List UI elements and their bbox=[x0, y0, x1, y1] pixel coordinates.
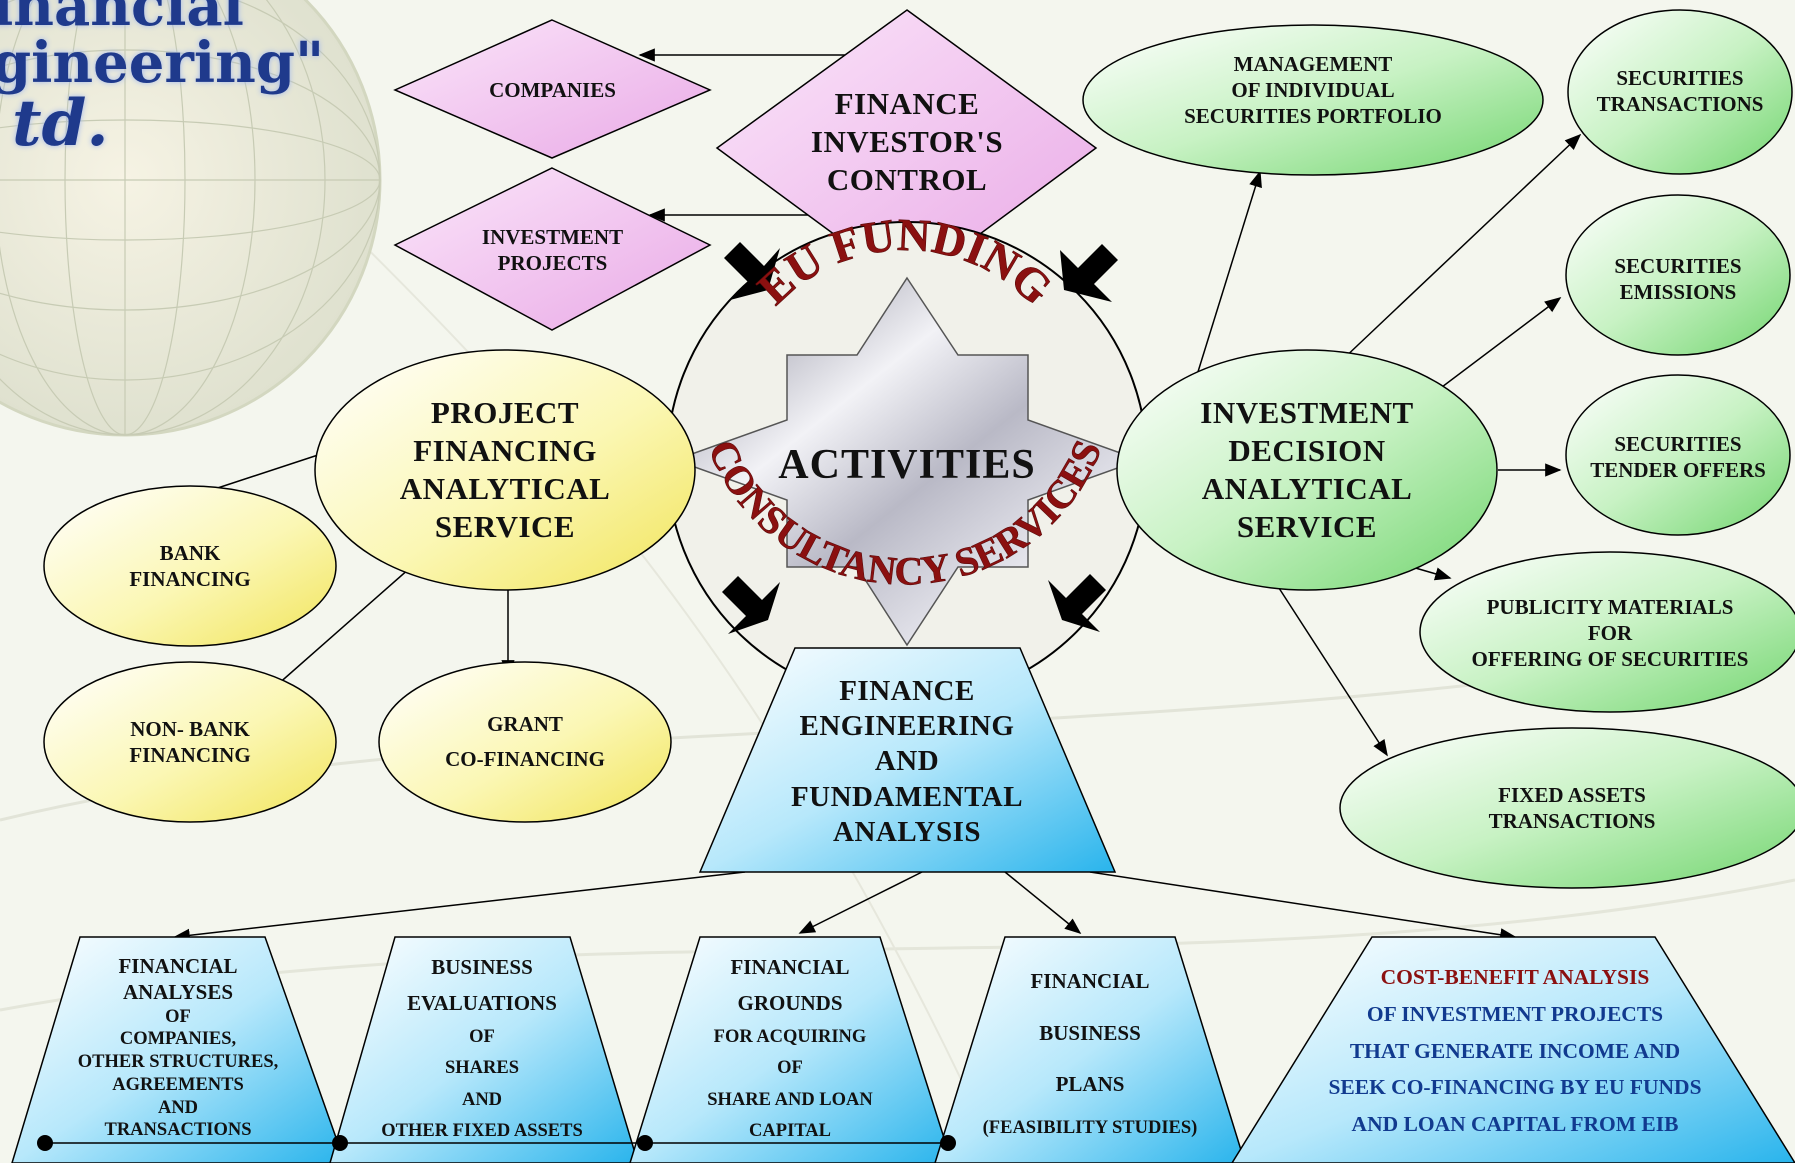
financial-analyses-trapezoid bbox=[11, 936, 346, 1163]
financial-analyses-label: FINANCIAL ANALYSES OF COMPANIES, OTHER S… bbox=[77, 953, 279, 1141]
publicity-materials-ellipse bbox=[1419, 551, 1795, 713]
companies-diamond bbox=[393, 19, 712, 159]
grant-cofinancing-ellipse bbox=[378, 661, 672, 823]
project-financing-label: PROJECT FINANCING ANALYTICAL SERVICE bbox=[399, 395, 611, 544]
nonbank-financing-ellipse bbox=[43, 661, 337, 823]
connector-dot bbox=[940, 1135, 956, 1151]
financial-grounds-trapezoid bbox=[629, 936, 953, 1163]
bank-financing-ellipse bbox=[43, 485, 337, 647]
investment-decision-label: INVESTMENT DECISION ANALYTICAL SERVICE bbox=[1200, 395, 1414, 544]
investor-control-label: FINANCE INVESTOR'S CONTROL bbox=[810, 86, 1004, 197]
company-logo-text: inancial gineering" td. bbox=[0, 0, 324, 156]
project-financing-ellipse bbox=[314, 349, 696, 591]
securities-emissions-label: SECURITIES EMISSIONS bbox=[1614, 253, 1742, 304]
fixed-assets-label: FIXED ASSETS TRANSACTIONS bbox=[1488, 782, 1656, 833]
business-evaluations-label: BUSINESS EVALUATIONS OF SHARES AND OTHER… bbox=[381, 955, 583, 1142]
logo-line-2: gineering" bbox=[0, 30, 325, 96]
logo-line-1: inancial bbox=[0, 0, 244, 39]
connector-dot bbox=[637, 1135, 653, 1151]
engineering-label: FINANCE ENGINEERING AND FUNDAMENTAL ANAL… bbox=[790, 674, 1024, 849]
companies-label: COMPANIES bbox=[489, 77, 616, 102]
corner-arrow-bottom-left-icon bbox=[722, 576, 780, 634]
business-plans-label: FINANCIAL BUSINESS PLANS (FEASIBILITY ST… bbox=[982, 969, 1198, 1138]
engineering-trapezoid bbox=[698, 647, 1117, 873]
securities-emissions-ellipse bbox=[1565, 194, 1791, 356]
business-evaluations-trapezoid bbox=[329, 936, 639, 1163]
publicity-materials-label: PUBLICITY MATERIALS FOR OFFERING OF SECU… bbox=[1471, 594, 1749, 672]
investment-projects-label: INVESTMENT PROJECTS bbox=[481, 224, 624, 275]
activities-label: ACTIVITIES bbox=[778, 441, 1036, 488]
securities-tender-label: SECURITIES TENDER OFFERS bbox=[1590, 431, 1766, 482]
corner-arrow-top-left-icon bbox=[724, 242, 780, 300]
securities-portfolio-label: MANAGEMENT OF INDIVIDUAL SECURITIES PORT… bbox=[1184, 51, 1442, 129]
connector-dot bbox=[332, 1135, 348, 1151]
nonbank-financing-label: NON- BANK FINANCING bbox=[129, 716, 251, 767]
investment-projects-diamond bbox=[393, 167, 712, 331]
business-plans-trapezoid bbox=[934, 936, 1246, 1163]
bank-financing-label: BANK FINANCING bbox=[129, 540, 251, 591]
cost-benefit-trapezoid bbox=[1231, 936, 1795, 1163]
securities-transactions-ellipse bbox=[1567, 9, 1793, 175]
fixed-assets-ellipse bbox=[1339, 727, 1795, 889]
securities-portfolio-ellipse bbox=[1082, 24, 1544, 176]
cost-benefit-label: COST-BENEFIT ANALYSIS OF INVESTMENT PROJ… bbox=[1328, 964, 1702, 1137]
securities-tender-ellipse bbox=[1565, 374, 1791, 536]
grant-cofinancing-label: GRANT CO-FINANCING bbox=[445, 712, 605, 771]
globe-logo-icon bbox=[0, 0, 382, 437]
activities-cross bbox=[672, 276, 1143, 647]
corner-arrow-top-right-icon bbox=[1060, 244, 1118, 302]
investment-decision-ellipse bbox=[1116, 349, 1498, 591]
corner-arrow-bottom-right-icon bbox=[1048, 574, 1106, 632]
logo-line-3: td. bbox=[12, 86, 109, 161]
connector-dot bbox=[37, 1135, 53, 1151]
financial-grounds-label: FINANCIAL GROUNDS FOR ACQUIRING OF SHARE… bbox=[707, 955, 873, 1142]
securities-transactions-label: SECURITIES TRANSACTIONS bbox=[1596, 65, 1764, 116]
